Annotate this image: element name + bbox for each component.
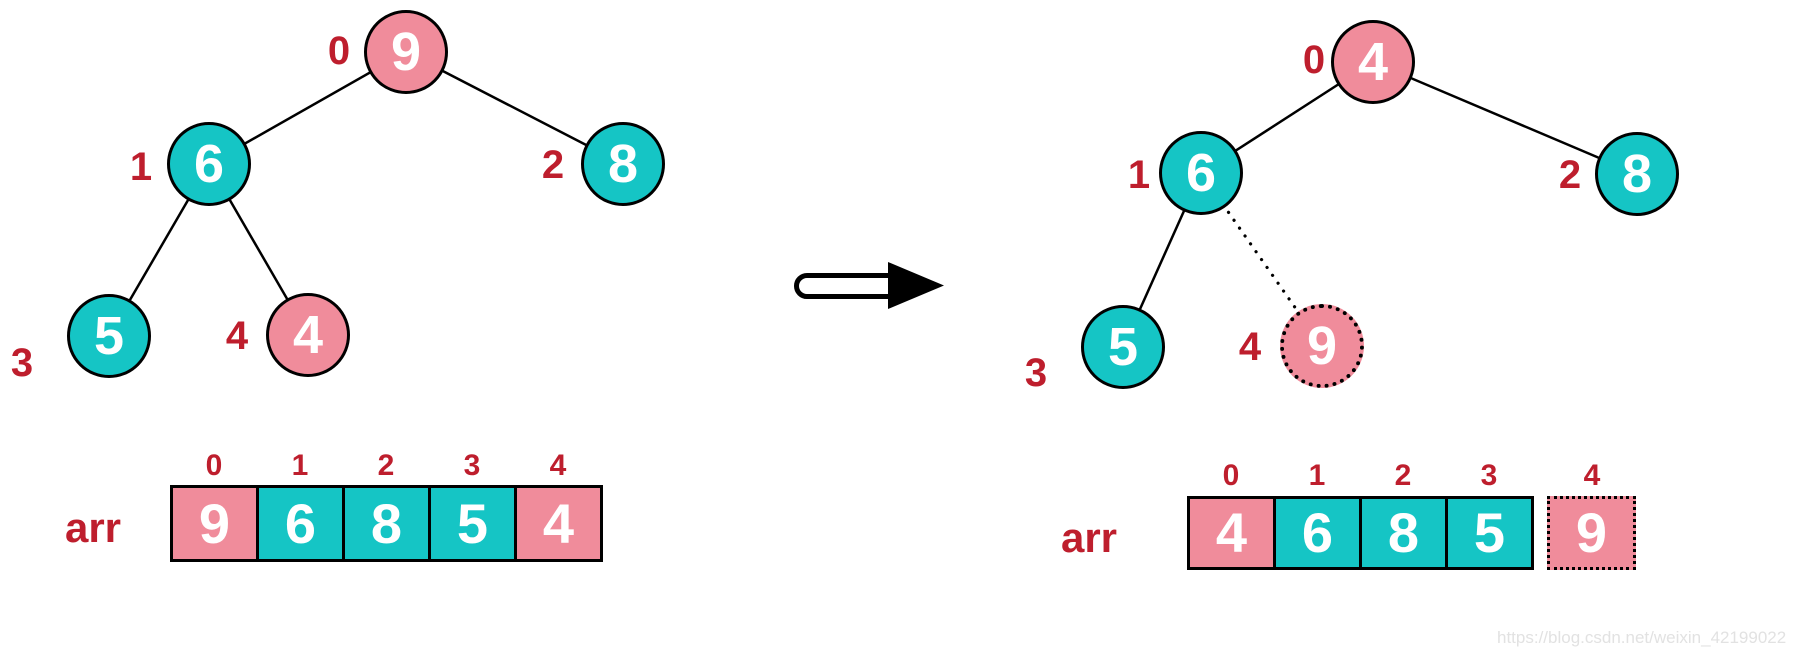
array-cell-dotted: 9 xyxy=(1547,496,1636,570)
array-cell: 4 xyxy=(1187,496,1276,570)
array-index-label: 3 xyxy=(463,449,481,482)
tree-index-label: 3 xyxy=(10,341,34,385)
array-index-label: 0 xyxy=(205,449,223,482)
right-arrow-icon xyxy=(794,262,944,309)
array-index-label: 2 xyxy=(1394,459,1412,492)
tree-index-label: 3 xyxy=(1024,351,1048,395)
array-right: 4 6 8 5 9 xyxy=(1187,496,1636,570)
array-cell: 6 xyxy=(1273,496,1362,570)
tree-index-label: 2 xyxy=(1558,153,1582,197)
watermark-text: https://blog.csdn.net/weixin_42199022 xyxy=(1497,628,1787,647)
array-index-label: 4 xyxy=(549,449,567,482)
array-cell: 4 xyxy=(514,485,603,562)
tree-node-left-1: 6 xyxy=(167,122,251,206)
array-cell: 8 xyxy=(342,485,431,562)
tree-index-label: 4 xyxy=(225,314,249,358)
tree-index-label: 2 xyxy=(541,143,565,187)
array-index-label: 1 xyxy=(1308,459,1326,492)
array-name-label: arr xyxy=(64,504,122,551)
tree-index-label: 0 xyxy=(1302,38,1326,82)
tree-node-right-0: 4 xyxy=(1331,20,1415,104)
edge-right-1-4-dotted xyxy=(1199,171,1324,348)
tree-node-right-2: 8 xyxy=(1595,132,1679,216)
tree-node-left-0: 9 xyxy=(364,10,448,94)
tree-index-label: 1 xyxy=(1127,153,1151,197)
edge-right-0-2 xyxy=(1372,60,1638,176)
array-cell: 5 xyxy=(1445,496,1534,570)
tree-node-right-4-dotted: 9 xyxy=(1280,304,1364,388)
array-index-label: 2 xyxy=(377,449,395,482)
array-name-label: arr xyxy=(1060,514,1118,561)
array-index-label: 0 xyxy=(1222,459,1240,492)
array-index-label: 1 xyxy=(291,449,309,482)
array-cell: 6 xyxy=(256,485,345,562)
tree-node-left-3: 5 xyxy=(67,294,151,378)
array-cell: 9 xyxy=(170,485,259,562)
array-left: 9 6 8 5 4 xyxy=(170,485,603,562)
array-index-label: 4 xyxy=(1583,459,1601,492)
tree-node-right-3: 5 xyxy=(1081,305,1165,389)
tree-index-label: 4 xyxy=(1238,325,1262,369)
array-cell: 5 xyxy=(428,485,517,562)
tree-index-label: 1 xyxy=(129,145,153,189)
tree-node-left-4: 4 xyxy=(266,293,350,377)
array-index-label: 3 xyxy=(1480,459,1498,492)
tree-node-left-2: 8 xyxy=(581,122,665,206)
array-cell: 8 xyxy=(1359,496,1448,570)
tree-index-label: 0 xyxy=(327,29,351,73)
tree-node-right-1: 6 xyxy=(1159,131,1243,215)
